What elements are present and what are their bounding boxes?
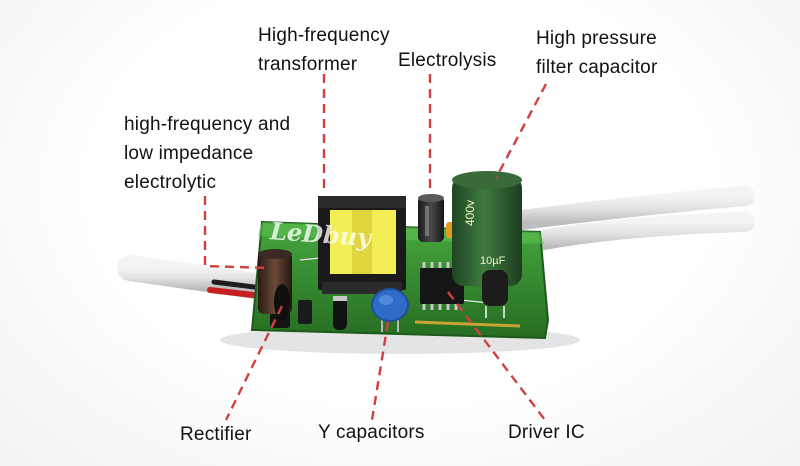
filter-cap-voltage-text: 400v bbox=[463, 200, 477, 226]
leader-filter-capacitor bbox=[494, 83, 548, 179]
y-capacitor-component bbox=[371, 288, 409, 332]
leader-rectifier bbox=[224, 305, 284, 421]
leader-y-capacitors bbox=[370, 321, 390, 421]
electrolysis-capacitor bbox=[418, 194, 444, 242]
filter-cap-capacitance-text: 10µF bbox=[480, 255, 506, 267]
label-rectifier: Rectifier bbox=[180, 424, 252, 445]
label-high-pressure-filter-capacitor: High pressure filter capacitor bbox=[536, 28, 658, 78]
label-hf-low-impedance-electrolytic: high-frequency and low impedance electro… bbox=[124, 114, 291, 193]
leader-driver-ic bbox=[447, 291, 546, 421]
input-wire bbox=[117, 255, 283, 301]
transformer-component bbox=[318, 196, 406, 294]
inductor-component bbox=[482, 270, 508, 318]
pcb-trace bbox=[414, 320, 521, 328]
hf-electrolytic-capacitor bbox=[258, 249, 292, 320]
label-y-capacitors: Y capacitors bbox=[318, 422, 425, 443]
label-high-frequency-transformer: High-frequency transformer bbox=[258, 25, 390, 75]
label-driver-ic: Driver IC bbox=[508, 422, 585, 443]
label-electrolysis: Electrolysis bbox=[398, 50, 497, 71]
diode-component bbox=[333, 296, 347, 330]
leader-hf-electrolytic bbox=[203, 196, 269, 270]
filter-capacitor-component: 400v 10µF bbox=[452, 171, 522, 286]
